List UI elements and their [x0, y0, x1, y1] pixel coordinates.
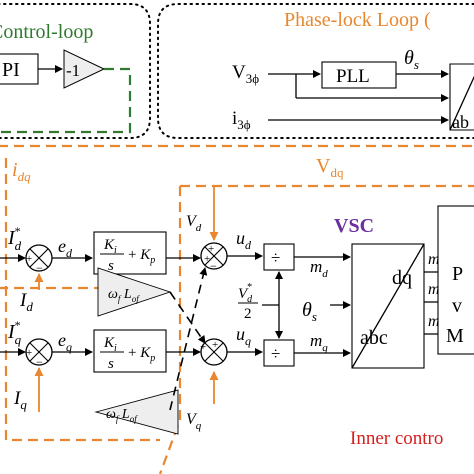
iq-ref-label: I*q	[7, 318, 22, 347]
svg-text:Ki: Ki	[103, 237, 117, 256]
idq-label: idq	[12, 159, 31, 184]
cross-couple-d-to-q	[169, 291, 206, 344]
pi-block-label: PI	[2, 59, 20, 81]
svg-text:+: +	[26, 253, 32, 265]
svg-text:2: 2	[244, 306, 252, 322]
inner-control-label: Inner contro	[350, 428, 443, 449]
pll-block-label: PLL	[336, 66, 370, 87]
svg-text:−: −	[36, 261, 43, 275]
svg-text:s: s	[108, 258, 114, 274]
abc-dq-transform-top	[449, 63, 474, 131]
pwm-block	[437, 205, 474, 355]
svg-text:v: v	[452, 295, 462, 317]
ed-label: ed	[58, 236, 73, 260]
neg-gain-label: -1	[66, 61, 80, 80]
pi-controller-q	[93, 329, 167, 373]
decoupling-gain-d	[97, 267, 172, 317]
control-loop-region: Control-loop PI -1	[0, 3, 151, 139]
ud-label: ud	[236, 228, 252, 252]
outer-measurement-frames: idq Vdq	[0, 144, 474, 474]
theta-s-pll-label: θs	[404, 47, 419, 72]
svg-text:+: +	[204, 253, 210, 265]
vsc-label: VSC	[334, 215, 374, 237]
id-label: Id	[19, 290, 33, 314]
divider-d	[263, 243, 295, 271]
vsc-section: VSC dq abc ma mb mc P v M	[334, 205, 474, 369]
vd-ref-half-label: V*d	[238, 282, 253, 305]
svg-text:÷: ÷	[271, 248, 280, 267]
abc-partial-label: ab	[452, 112, 469, 132]
dq-label: dq	[392, 267, 412, 289]
d-axis-controller: I*d + − Id ed Ki s + Kp ωf Lof Vd + + − …	[0, 186, 263, 317]
svg-text:P: P	[452, 263, 463, 285]
vq-label: Vq	[186, 411, 202, 432]
pll-title: Phase-lock Loop (	[284, 9, 431, 31]
control-loop-feedback	[0, 67, 132, 134]
decoupling-gain-q	[94, 389, 179, 435]
pll-block	[321, 61, 397, 89]
svg-text:Ki: Ki	[103, 335, 117, 354]
i3phi-label: i3ϕ	[232, 108, 251, 132]
neg-gain-block	[63, 49, 106, 89]
svg-text:+ Kp: + Kp	[128, 247, 155, 266]
svg-text:s: s	[108, 356, 114, 372]
svg-text:÷: ÷	[271, 344, 280, 363]
svg-text:+ Kp: + Kp	[128, 345, 155, 364]
pll-region: Phase-lock Loop ( V3ϕ PLL θs i3ϕ ab	[157, 3, 474, 139]
svg-text:+: +	[208, 243, 214, 255]
control-loop-title: Control-loop	[0, 21, 93, 43]
abc-label: abc	[360, 327, 388, 349]
id-ref-label: I*d	[7, 224, 22, 253]
vdq-label: Vdq	[316, 155, 344, 180]
modulation-dividers: ÷ ÷ V*d 2 md mq θs	[238, 243, 351, 367]
vd-label: Vd	[186, 213, 202, 234]
svg-text:M: M	[446, 325, 464, 347]
iq-label: Iq	[13, 388, 27, 412]
v3phi-label: V3ϕ	[232, 62, 259, 86]
svg-text:−: −	[36, 355, 43, 369]
eq-label: eq	[58, 330, 72, 354]
svg-text:−: −	[210, 259, 217, 273]
mq-label: mq	[310, 331, 328, 354]
svg-text:+: +	[200, 341, 206, 353]
svg-text:+: +	[212, 339, 218, 351]
theta-s-label: θs	[302, 299, 317, 324]
pi-controller-d	[93, 231, 167, 275]
cross-couple-q-to-d	[169, 267, 208, 411]
svg-text:+: +	[26, 347, 32, 359]
md-label: md	[310, 257, 328, 280]
q-axis-controller: I*q + − Iq eq Ki s + Kp ωf Lof Vq + + uq	[0, 318, 263, 435]
uq-label: uq	[236, 324, 251, 348]
